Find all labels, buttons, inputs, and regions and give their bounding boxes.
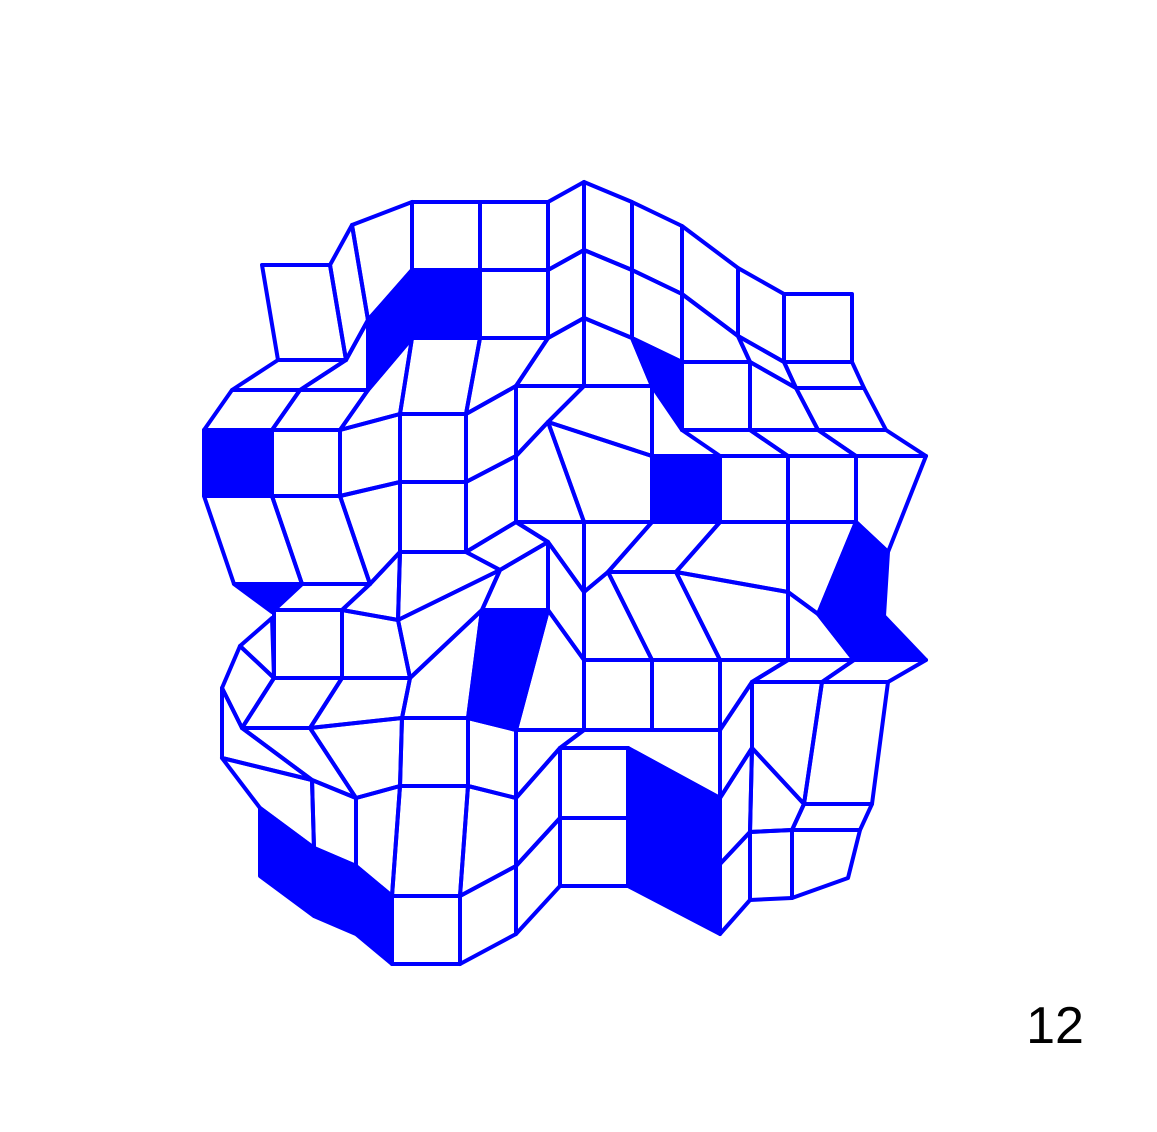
tile <box>220 686 314 782</box>
tile <box>718 680 754 800</box>
tile <box>582 658 654 732</box>
tile <box>546 384 654 458</box>
tile <box>398 480 468 554</box>
tile <box>718 454 790 524</box>
tile <box>478 268 550 340</box>
tile <box>820 658 928 684</box>
tile <box>782 292 854 364</box>
shaded-tile <box>312 846 394 966</box>
tile <box>606 570 722 662</box>
tile <box>606 520 722 574</box>
tile <box>400 608 484 720</box>
tile <box>270 428 342 498</box>
tile <box>748 828 794 902</box>
figure-number-label: 12 <box>1026 997 1084 1055</box>
tile <box>546 248 586 340</box>
tile <box>464 336 550 416</box>
tile <box>398 412 468 484</box>
tile <box>558 746 630 820</box>
shaded-tile <box>410 268 482 340</box>
tile <box>546 180 586 272</box>
tile <box>514 816 562 936</box>
tile <box>790 802 874 832</box>
tile <box>546 540 586 662</box>
tile <box>260 263 348 362</box>
tile <box>238 616 276 680</box>
tile <box>240 726 358 800</box>
tile <box>674 570 790 662</box>
tile <box>582 180 634 272</box>
tile <box>748 360 820 432</box>
tile <box>514 420 586 524</box>
tile <box>478 200 550 272</box>
tile <box>650 658 722 732</box>
tile <box>340 608 412 680</box>
tile <box>582 248 634 340</box>
tile <box>272 608 344 680</box>
tile <box>786 454 858 524</box>
tile <box>338 480 402 586</box>
tile <box>390 894 462 966</box>
tile <box>390 784 470 898</box>
tile <box>790 828 862 900</box>
tile <box>794 386 888 432</box>
tile <box>230 358 348 392</box>
tile <box>558 816 630 888</box>
shaded-tile <box>232 582 304 614</box>
tile <box>802 680 890 806</box>
tile <box>816 428 928 458</box>
tile <box>680 360 752 432</box>
tile <box>680 224 740 338</box>
tile <box>718 830 752 936</box>
tile <box>458 864 518 966</box>
shaded-tile <box>258 806 316 918</box>
tile <box>782 360 866 390</box>
tile <box>514 746 562 868</box>
tile <box>546 420 654 524</box>
shaded-tile <box>650 454 722 524</box>
tile <box>298 318 370 392</box>
tile <box>398 716 470 788</box>
shaded-tile <box>816 520 890 618</box>
shaded-tile <box>202 428 274 498</box>
tile <box>410 200 482 272</box>
tile <box>464 520 550 572</box>
tile <box>582 570 654 662</box>
